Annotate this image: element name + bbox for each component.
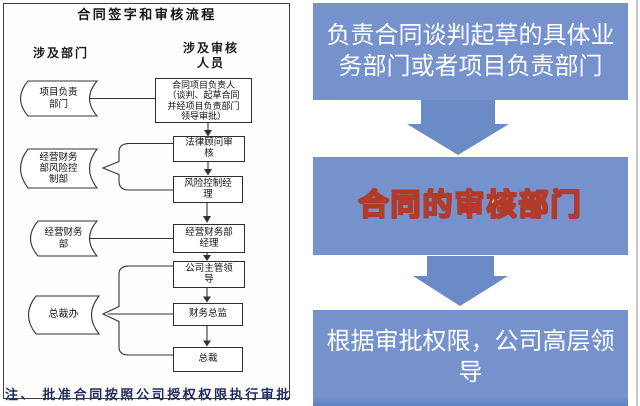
flow-box-executive-leader: 公司主管领 导: [173, 261, 245, 288]
flow-box-cfo: 财务总监: [173, 303, 243, 326]
column-header-departments: 涉及部门: [32, 46, 89, 60]
flow-box-president: 总裁: [173, 347, 243, 372]
right-edge-line: [636, 0, 638, 406]
flowchart-title: 合同签字和审核流程: [77, 7, 217, 22]
summary-step-2: 合同的审核部门: [313, 157, 628, 255]
dept-shape-finance-risk-dept: 经营财务 部风险控 制部: [39, 151, 78, 186]
summary-step-3: 根据审批权限，公司高层领 导: [313, 310, 628, 406]
summary-step-2-label: 合同的审核部门: [358, 188, 583, 222]
column-header-reviewers: 涉及审核 人员: [182, 41, 239, 70]
flow-box-finance-manager: 经营财务部 经理: [173, 224, 245, 253]
dept-shape-president-office: 总裁办: [48, 309, 79, 321]
summary-step-1: 负责合同谈判起草的具体业 务部门或者项目负责部门: [313, 3, 628, 100]
footnote: 注、 批准合同按照公司授权权限执行审批: [5, 387, 293, 402]
flow-box-legal-review: 法律顾问审 核: [173, 136, 245, 162]
dept-shape-project-dept: 项目负责 部门: [39, 87, 78, 110]
dept-shape-finance-dept: 经营财务 部: [44, 227, 83, 250]
flow-box-risk-manager: 风险控制经 理: [173, 176, 243, 203]
big-down-arrow-1: [407, 100, 509, 155]
big-down-arrow-2: [413, 256, 508, 306]
flow-box-contract-owner: 合同项目负责人 （谈判、起草合同 并经项目负责部门 领导审批）: [155, 78, 252, 123]
